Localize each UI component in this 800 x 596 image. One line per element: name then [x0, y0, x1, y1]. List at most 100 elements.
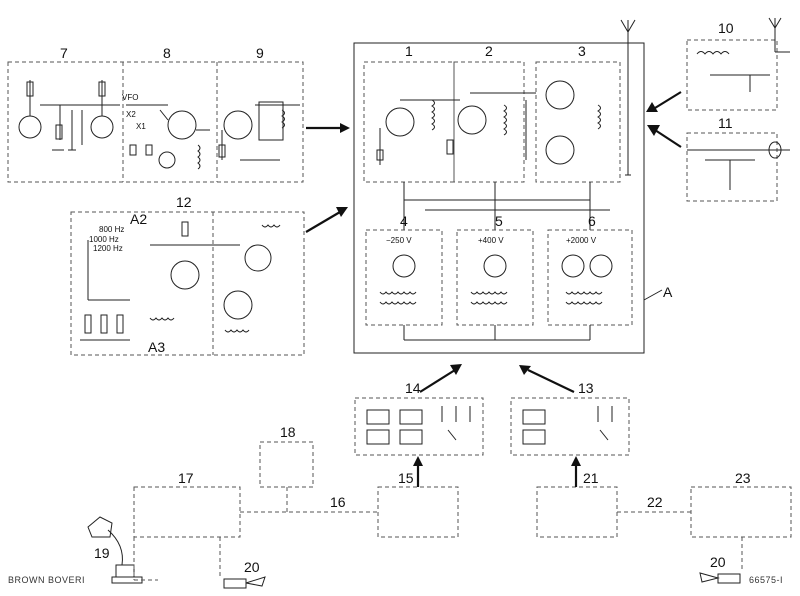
tube-icon [385, 107, 415, 137]
label-a3: A3 [148, 339, 165, 355]
relay-coil-icon [366, 409, 390, 425]
modulator-group: 12 A2 A3 800 Hz 1000 Hz 1200 Hz [70, 194, 305, 356]
label-5: 5 [495, 213, 503, 229]
block-4-frame [365, 229, 443, 326]
tube-icon [545, 135, 575, 165]
block-13-frame [510, 397, 630, 456]
brand-label: BROWN BOVERI [8, 575, 85, 585]
tube-icon [158, 151, 176, 169]
tube-icon [457, 105, 487, 135]
tube-icon [18, 115, 42, 139]
microphone-icon [87, 516, 113, 538]
label-20-right: 20 [710, 554, 726, 570]
label-10: 10 [718, 20, 734, 36]
label-23: 23 [735, 470, 751, 486]
label-11: 11 [718, 115, 733, 131]
transformer-icon [149, 317, 175, 321]
freq-800-label: 800 Hz [99, 225, 124, 234]
relay-coil-icon [399, 409, 423, 425]
block-17-frame [133, 486, 241, 538]
volt-2000-label: +2000 V [566, 236, 597, 245]
label-13: 13 [578, 380, 594, 396]
coil-icon [197, 144, 201, 170]
coil-icon [597, 104, 601, 130]
x2-label: X2 [126, 110, 136, 119]
switch-icon [599, 429, 609, 441]
rectifier-tube-icon [392, 254, 416, 278]
label-20-left: 20 [244, 559, 260, 575]
rectifier-tube-icon [561, 254, 585, 278]
label-1: 1 [405, 43, 413, 59]
block-14-frame [354, 397, 484, 456]
coil-icon [503, 104, 507, 136]
label-a2: A2 [130, 211, 147, 227]
rectifier-tube-icon [223, 290, 253, 320]
x1-label: X1 [136, 122, 146, 131]
remote-control-group: 18 17 16 15 21 22 23 19 20 20 [87, 424, 792, 589]
signal-arrows [305, 91, 682, 487]
rectifier-tube-icon [483, 254, 507, 278]
oscillator-chain-frame [7, 61, 304, 183]
label-14: 14 [405, 380, 421, 396]
freq-1200-label: 1200 Hz [93, 244, 123, 253]
label-a: A [663, 284, 673, 300]
transformer-icon [261, 224, 281, 228]
freq-1000-label: 1000 Hz [89, 235, 119, 244]
block-18-frame [259, 441, 314, 488]
label-4: 4 [400, 213, 408, 229]
coil-icon [696, 51, 730, 55]
transformer-icon [224, 329, 250, 333]
oscillator-chain-group: VFO X2 X1 7 8 9 [7, 45, 304, 183]
relay-coil-icon [366, 429, 390, 445]
volt-250-label: −250 V [386, 236, 412, 245]
tube-icon [170, 260, 200, 290]
transmitter-group-a: A 1 2 3 [353, 19, 673, 354]
label-22: 22 [647, 494, 663, 510]
block-15-frame [377, 486, 459, 538]
label-9: 9 [256, 45, 264, 61]
relay-group: 14 13 [354, 380, 630, 456]
coil-icon [281, 109, 285, 129]
label-15: 15 [398, 470, 414, 486]
label-19: 19 [94, 545, 110, 561]
transformer-icon [565, 291, 603, 295]
label-12: 12 [176, 194, 192, 210]
figure-id-label: 66575-I [749, 575, 783, 585]
block-21-frame [536, 486, 618, 538]
label-6: 6 [588, 213, 596, 229]
group-a-frame [353, 42, 645, 354]
label-17: 17 [178, 470, 194, 486]
tube-icon [545, 80, 575, 110]
block-5-frame [456, 229, 534, 326]
block-10-frame [686, 39, 778, 111]
antenna-icon [768, 17, 782, 29]
label-16: 16 [330, 494, 346, 510]
transformer-icon [379, 291, 417, 295]
rectifier-tube-icon [589, 254, 613, 278]
label-8: 8 [163, 45, 171, 61]
switch-icon [447, 429, 457, 441]
block-2-frame [453, 61, 525, 183]
label-21: 21 [583, 470, 599, 486]
tube-icon [90, 115, 114, 139]
antenna-tuning-group: 10 11 [686, 17, 790, 202]
volt-400-label: +400 V [478, 236, 504, 245]
tube-icon [244, 244, 272, 272]
tube-icon [167, 110, 197, 140]
block-3-frame [535, 61, 621, 183]
label-7: 7 [60, 45, 68, 61]
label-2: 2 [485, 43, 493, 59]
vfo-label: VFO [122, 93, 138, 102]
tube-icon [223, 110, 253, 140]
modulator-frame [70, 211, 305, 356]
relay-coil-icon [522, 429, 546, 445]
morse-key-icon [717, 573, 741, 584]
block-11-frame [686, 132, 778, 202]
relay-coil-icon [399, 429, 423, 445]
label-18: 18 [280, 424, 296, 440]
coil-icon [431, 99, 435, 131]
coax-connector-icon [768, 141, 782, 159]
label-3: 3 [578, 43, 586, 59]
block-1-frame [363, 61, 455, 183]
